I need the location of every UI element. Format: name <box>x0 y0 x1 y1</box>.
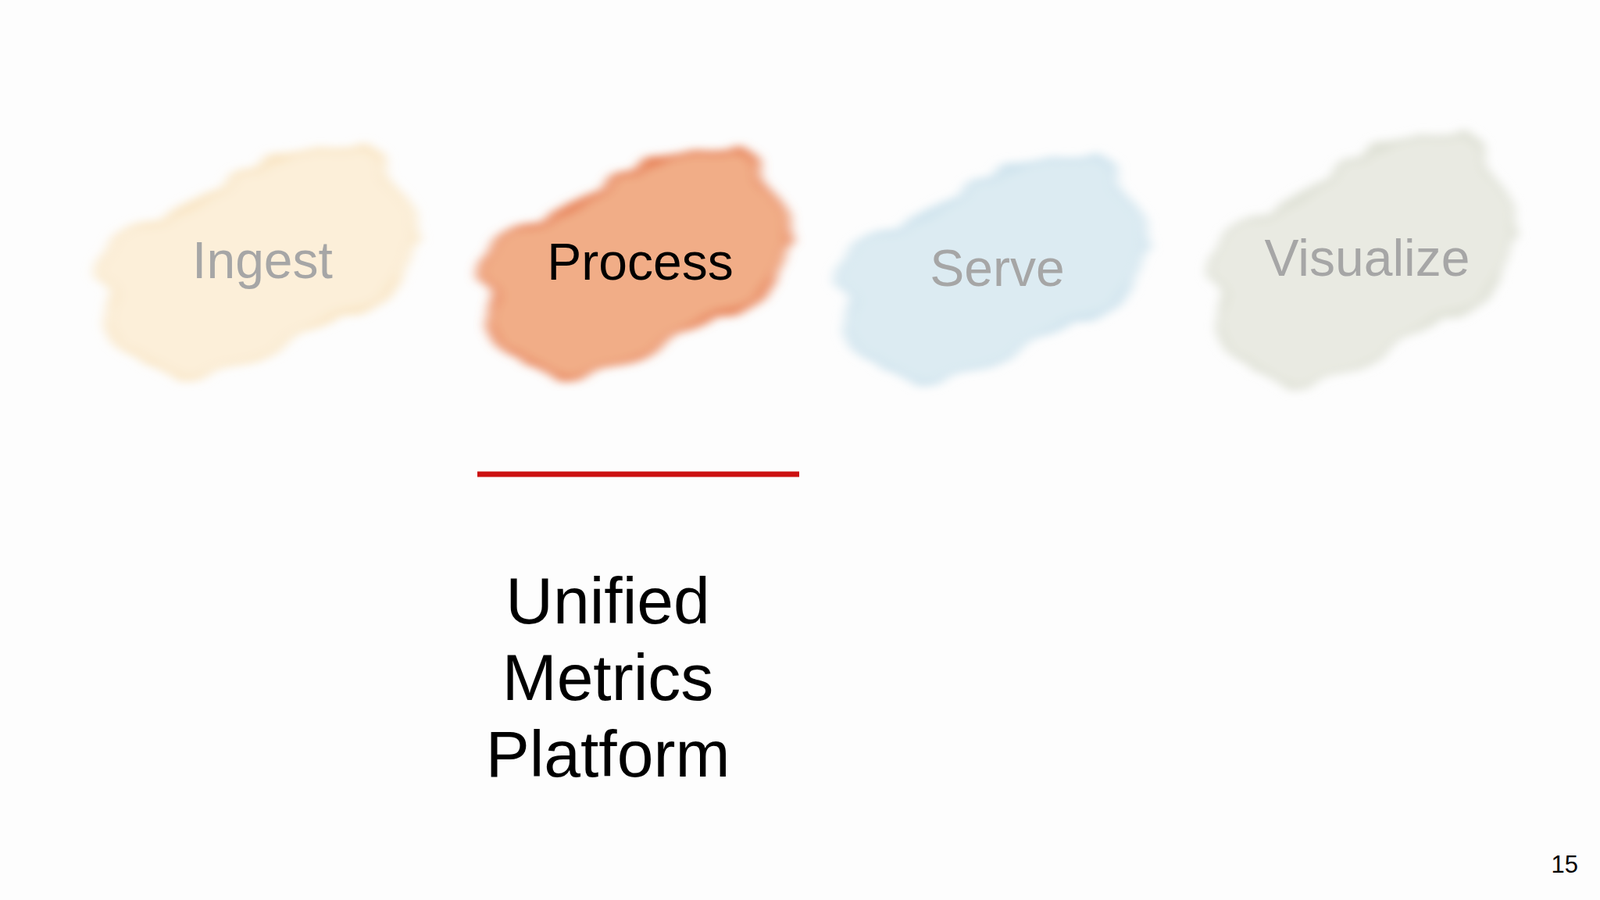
stage-blob: Ingest <box>81 127 444 393</box>
blob-fill <box>835 147 1167 387</box>
stage-blob: Visualize <box>1193 112 1541 404</box>
blob-fill <box>1207 124 1534 392</box>
blob-fill <box>478 140 810 383</box>
stage-blob: Process <box>464 130 817 393</box>
blob-fill <box>96 138 437 383</box>
stage-blob: Serve <box>821 137 1174 398</box>
page-number: 15 <box>1515 850 1579 880</box>
stage-label: Process <box>546 232 733 292</box>
stage-label: Ingest <box>192 230 333 290</box>
stage-label: Visualize <box>1264 228 1471 288</box>
stage-label: Serve <box>929 238 1065 298</box>
platform-name: Unified Metrics Platform <box>451 562 765 793</box>
accent-line <box>477 471 800 478</box>
